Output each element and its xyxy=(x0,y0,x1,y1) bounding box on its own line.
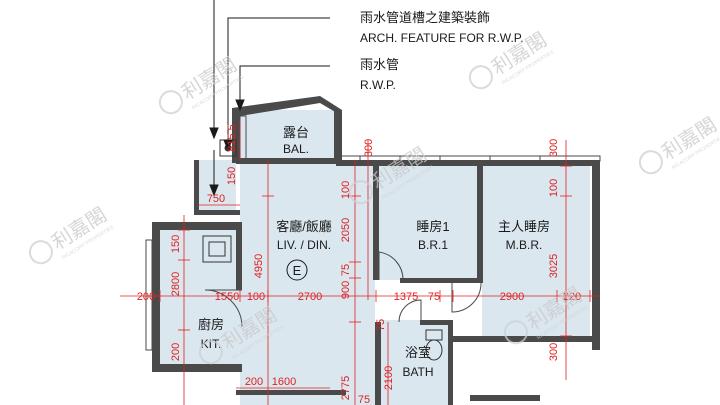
kitchen-label-zh: 廚房 xyxy=(198,317,224,332)
bedroom1-label-en: B.R.1 xyxy=(418,238,448,252)
dim-1375: 1375 xyxy=(394,291,418,303)
living-floor xyxy=(240,160,375,405)
wall-master-bottom xyxy=(453,336,599,342)
master-floor xyxy=(482,165,590,340)
bedroom1-label-zh: 睡房1 xyxy=(416,219,449,234)
dimension-lines xyxy=(120,120,600,405)
dim-75-d: 75 xyxy=(358,394,370,405)
bath-label-en: BATH xyxy=(402,365,433,379)
watermark-5: 利嘉閣 RICACORP PROPERTIES xyxy=(638,112,720,175)
wall-bath-right xyxy=(448,320,453,405)
dim-3025: 3025 xyxy=(548,254,560,278)
door-bath xyxy=(398,299,422,323)
dim-150-bal: 150 xyxy=(226,167,238,185)
dim-1600: 1600 xyxy=(272,376,296,388)
kitchen-label-en: KIT. xyxy=(201,337,222,351)
window-top xyxy=(337,155,601,162)
dim-2050: 2050 xyxy=(340,218,352,242)
wall-bath-top xyxy=(420,320,452,325)
dim-2800: 2800 xyxy=(170,272,182,296)
door-master xyxy=(451,282,482,313)
dim-4950: 4950 xyxy=(253,254,265,278)
master-label-zh: 主人睡房 xyxy=(498,219,550,234)
feature-label-zh: 雨水管道槽之建築裝飾 xyxy=(360,10,490,25)
wall-balcony-right xyxy=(334,110,342,160)
dim-200-left: 200 xyxy=(137,291,155,303)
entrance-marker: E xyxy=(286,259,308,281)
wall-duct-bottom xyxy=(194,210,240,215)
wall-top-bedrooms xyxy=(336,160,600,166)
dim-1550: 1550 xyxy=(215,291,239,303)
watermark-3: 利嘉閣 RICACORP PROPERTIES xyxy=(28,202,116,265)
window-kitchen xyxy=(145,239,153,351)
wall-br1-left xyxy=(373,166,379,280)
dim-2900: 2900 xyxy=(500,291,524,303)
wall-kitchen-right xyxy=(236,230,242,290)
wall-kitchen-top xyxy=(152,222,242,230)
dim-220: 220 xyxy=(563,291,581,303)
dim-2100: 2100 xyxy=(383,366,395,390)
wall-bath-left xyxy=(375,322,381,405)
rwp-label-zh: 雨水管 xyxy=(360,57,399,72)
living-label-en: LIV. / DIN. xyxy=(277,238,331,252)
dim-100-b: 100 xyxy=(548,179,560,197)
watermark-6: 利嘉閣 RICACORP PROPERTIES xyxy=(198,302,286,365)
rwp-label-en: R.W.P. xyxy=(360,78,396,92)
wall-kitchen-left xyxy=(152,222,160,372)
door-bedroom1 xyxy=(378,251,404,281)
dimension-labels: 815.5 150 300 300 750 150 2800 4950 2050… xyxy=(137,124,581,405)
wall-balcony-top xyxy=(232,96,342,116)
balcony-floor xyxy=(240,110,335,160)
living-label-zh: 客廳/飯廳 xyxy=(276,219,332,234)
wall-br-mid xyxy=(477,166,483,280)
doors xyxy=(204,251,482,328)
walls xyxy=(152,96,600,405)
bath-floor xyxy=(380,320,450,405)
dim-300-top2: 300 xyxy=(548,139,560,157)
wall-duct-left xyxy=(194,160,199,215)
kitchen-stove xyxy=(202,235,232,263)
watermark-1: 利嘉閣 RICACORP PROPERTIES xyxy=(158,52,246,115)
wall-bottom-left xyxy=(236,390,346,395)
dim-200-bot: 200 xyxy=(245,376,263,388)
entrance-symbol: E xyxy=(293,263,302,278)
wall-balcony-left xyxy=(232,108,240,163)
floor-areas xyxy=(160,110,590,405)
bath-label-zh: 浴室 xyxy=(405,345,431,360)
dim-200-kit: 200 xyxy=(170,343,182,361)
wall-top-living xyxy=(236,158,336,164)
feature-label-en: ARCH. FEATURE FOR R.W.P. xyxy=(360,31,524,45)
dim-75-c: 75 xyxy=(375,319,387,331)
door-kitchen xyxy=(204,289,243,328)
wall-br1-bottom xyxy=(400,278,483,283)
dim-750: 750 xyxy=(207,193,225,205)
dim-2775: 2775 xyxy=(340,376,352,400)
dim-75-b: 75 xyxy=(428,291,440,303)
dim-900: 900 xyxy=(340,281,352,299)
dim-100-c: 100 xyxy=(247,291,265,303)
dim-2700: 2700 xyxy=(298,291,322,303)
dim-150-left: 150 xyxy=(170,235,182,253)
leader-lines xyxy=(209,0,330,197)
master-label-en: M.B.R. xyxy=(506,238,543,252)
wall-bottom-right xyxy=(470,395,540,401)
dim-300-right: 300 xyxy=(548,343,560,361)
balcony-label-zh: 露台 xyxy=(283,125,309,140)
balcony-label-en: BAL. xyxy=(283,142,309,156)
wall-right-top xyxy=(592,160,600,350)
fixtures xyxy=(202,139,443,361)
dim-75-a: 75 xyxy=(340,264,352,276)
kitchen-floor xyxy=(160,230,240,370)
dim-300-top1: 300 xyxy=(363,139,375,157)
bedroom1-floor xyxy=(378,165,478,280)
wall-kitchen-bottom xyxy=(152,364,242,372)
dim-815: 815.5 xyxy=(226,124,238,152)
dim-100-a: 100 xyxy=(340,181,352,199)
